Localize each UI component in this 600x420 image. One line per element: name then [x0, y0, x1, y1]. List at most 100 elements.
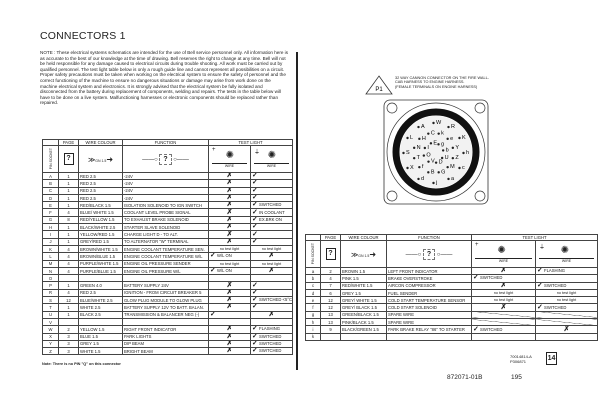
page-cell: 4: [58, 244, 79, 254]
connector-description: 32 WAY CANNON CONNECTOR ON THE FIRE WALL…: [395, 76, 489, 89]
pin-cell: X: [42, 332, 59, 341]
wire-arrow-icon: ≫GN 1.5➜: [78, 145, 123, 173]
page-title: CONNECTORS 1: [40, 30, 126, 42]
pin-cell: M: [42, 259, 59, 268]
cross-icon: ✗: [226, 216, 233, 223]
wire-colour-cell: GREY/ BLACK 1.5: [340, 303, 387, 312]
cross-icon: ✗: [226, 333, 233, 340]
function-cell: -24V: [122, 171, 209, 181]
wire-colour-cell: BROWN/BLUE 1.5: [78, 252, 123, 261]
pin-cell: e: [305, 296, 321, 305]
test-light-cell: ✗: [208, 193, 251, 203]
cross-icon: ✗: [226, 194, 233, 202]
safety-note: NOTE : These electrical systems schemati…: [40, 50, 289, 106]
page-cell: 13: [320, 318, 341, 327]
test-light-cell: [535, 274, 598, 283]
cross-icon: ✗: [226, 281, 233, 289]
check-icon: ✓: [252, 187, 258, 194]
no-test-light-label: no test light: [261, 261, 282, 266]
pin-label: a: [451, 176, 455, 182]
page-cell: 4: [58, 288, 79, 298]
pin-socket-hole: [427, 171, 430, 174]
cross-icon: ✗: [226, 187, 233, 194]
test-light-cell: ✗: [208, 281, 251, 290]
document-reference: 70014814-A P306871: [510, 354, 532, 364]
test-light-cell: ✓: [250, 237, 293, 246]
test-light-cell: ✓ SWITCHED: [250, 339, 293, 349]
pin-cell: H: [42, 223, 59, 232]
test-light-cell: ✓: [250, 179, 293, 188]
cross-icon: ✗: [226, 296, 233, 304]
test-light-cell: [471, 332, 536, 341]
pin-cell: f: [305, 303, 321, 312]
function-cell: PARK BRAKE RELAY "86" TO STARTER: [386, 325, 472, 334]
function-cell: COLD START TEMPERATURE SENSOR: [386, 296, 472, 305]
table-row: O: [42, 274, 293, 283]
test-light-cell: ✗: [471, 266, 536, 276]
wire-colour-cell: GREY/RED 1.5: [78, 237, 123, 246]
test-light-cell: ✗: [471, 281, 536, 290]
test-result-label: SWITCHED: [257, 333, 282, 339]
test-light-cell: ✓ SWITCHED: [471, 274, 536, 283]
check-icon: ✓: [252, 216, 258, 223]
test-light-cell: no test light: [208, 244, 251, 254]
test-light-cell: ✓ FLASHING: [250, 325, 293, 334]
wire-example-label: GN 1.5: [358, 253, 370, 258]
pin-cell: W: [42, 325, 59, 334]
pin-cell: N: [42, 266, 59, 276]
pin-label: G: [441, 169, 445, 175]
pin-label: R: [451, 124, 455, 130]
wire-colour-cell: GREEN/BLACK 1.5: [340, 310, 387, 320]
no-test-light-label: no test light: [493, 291, 514, 296]
page-cell: 9: [320, 325, 341, 334]
check-icon: ✓: [252, 194, 258, 202]
wire-colour-cell: WHITE 1.5: [78, 347, 123, 356]
page-badge: 14: [546, 352, 557, 365]
cross-icon: ✗: [500, 303, 507, 311]
pin-socket-hole: [437, 143, 440, 146]
pin-socket-hole: [432, 181, 435, 185]
function-cell: BATTERY SUPPLY 12V TO BATT. BALAN.: [122, 303, 209, 312]
pin-socket-hole: [423, 146, 427, 150]
test-light-cell: ✓ EX.BRK ON: [250, 215, 293, 225]
cross-icon: ✗: [226, 230, 233, 238]
test-light-cell: ✓: [250, 281, 293, 290]
test-light-cell: no test light: [471, 296, 536, 305]
test-light-cell: no test light: [535, 288, 598, 298]
pin-cell: d: [305, 288, 321, 298]
wire-colour-cell: GREY 1.5: [78, 339, 123, 349]
check-icon: ✓: [252, 325, 258, 333]
wire-colour-cell: BLUE 1.5: [78, 332, 123, 341]
test-light-ground-icon: ⏚✺WIRE: [250, 145, 293, 173]
check-icon: ✓: [252, 347, 258, 355]
test-result-label: EX.BRK ON: [257, 216, 282, 222]
pin-cell: A: [42, 171, 59, 181]
test-light-cell: ✗: [208, 288, 251, 298]
pin-cell: O: [42, 274, 59, 283]
function-cell: COOLANT LEVEL PROBE SIGNAL: [122, 208, 209, 217]
test-light-cell: ✓ IN COOLANT: [250, 208, 293, 217]
test-light-cell: ✓: [250, 230, 293, 239]
function-cell: TO EXHAUST BRAKE SOLENOID: [122, 215, 209, 225]
test-light-cell: [471, 318, 536, 327]
pin-label: d: [421, 176, 424, 182]
cross-icon: ✗: [500, 267, 507, 275]
test-light-cell: ✓: [250, 288, 293, 298]
function-cell: ENGINE OIL PRESSURE SENDER: [122, 259, 209, 268]
pin-socket-hole: [446, 137, 449, 141]
wire-colour-cell: WHITE 2.5: [78, 303, 123, 312]
function-cell: -24V: [122, 186, 209, 195]
test-result-label: SWITCHED: [542, 304, 567, 310]
test-light-cell: ✓: [208, 310, 251, 319]
page-cell: 1: [58, 179, 79, 188]
cross-icon: ✗: [500, 282, 507, 289]
